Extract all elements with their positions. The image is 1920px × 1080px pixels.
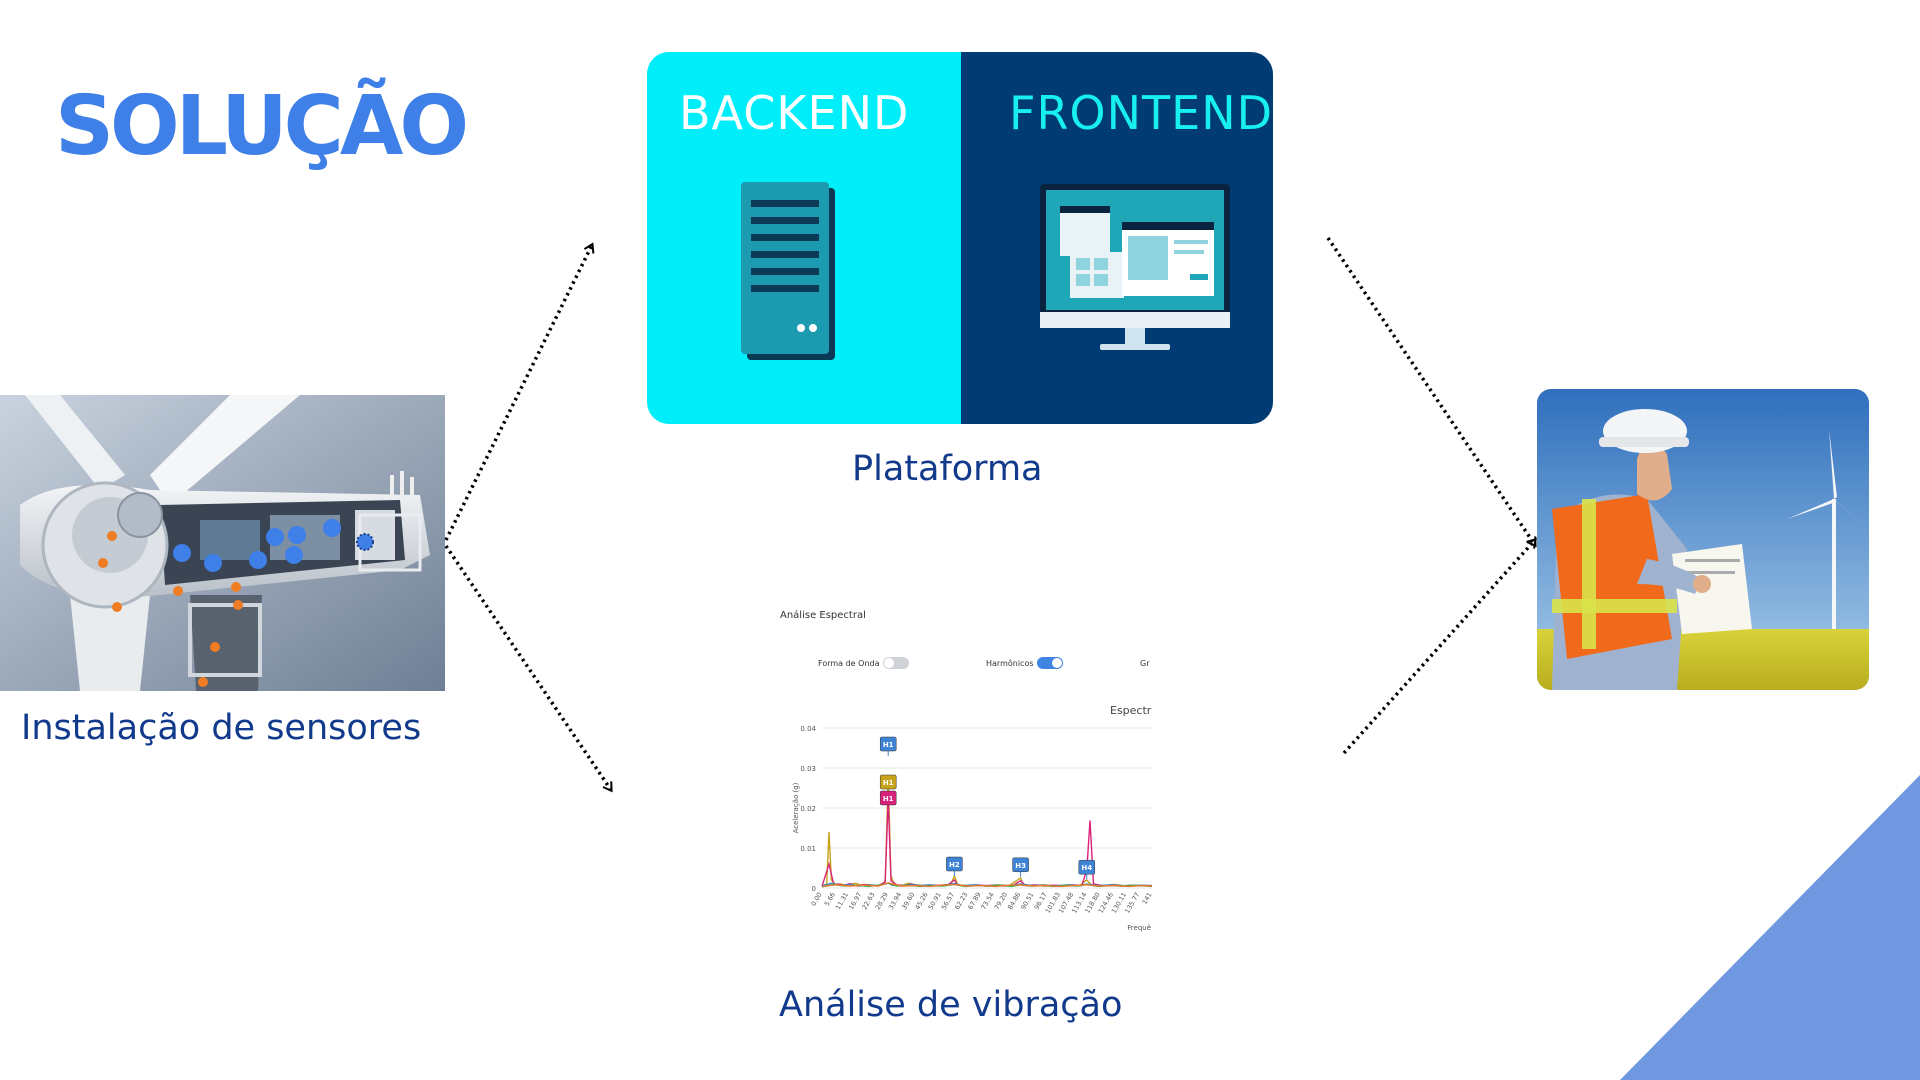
engineer-photo bbox=[1537, 389, 1869, 690]
harmonic-marker-5 bbox=[1078, 859, 1096, 875]
server-icon bbox=[741, 182, 835, 360]
chart-heading: Análise Espectral bbox=[780, 610, 866, 621]
monitor-icon bbox=[1040, 184, 1230, 350]
arrow-vibration-to-engineer bbox=[1342, 537, 1537, 755]
slide-title: SOLUÇÃO bbox=[55, 79, 469, 174]
platform-caption: Plataforma bbox=[852, 449, 1043, 489]
toggle-waveform[interactable]: Forma de Onda bbox=[818, 657, 909, 669]
platform-panel: BACKEND FRONTEND bbox=[647, 52, 1273, 424]
harmonic-marker-label: H1 bbox=[883, 795, 894, 803]
y-tick-label: 0.04 bbox=[800, 725, 816, 733]
backend-label: BACKEND bbox=[679, 86, 910, 140]
harmonic-marker-label: H3 bbox=[1015, 862, 1026, 870]
harmonic-marker-label: H4 bbox=[1081, 864, 1092, 872]
harmonic-marker-label: H2 bbox=[949, 861, 960, 869]
corner-decoration bbox=[1620, 775, 1920, 1080]
harmonic-marker-1 bbox=[879, 774, 897, 790]
chart-title: Espectr bbox=[1110, 704, 1152, 717]
series-line-4 bbox=[821, 882, 1153, 888]
turbine-image bbox=[0, 395, 445, 691]
harmonic-marker-label: H1 bbox=[883, 779, 894, 787]
toggle-harmonics[interactable]: Harmônicos bbox=[986, 657, 1063, 669]
arrow-sensors-to-platform bbox=[444, 242, 595, 541]
vibration-chart-panel: Análise Espectral Forma de Onda Harmônic… bbox=[776, 600, 1156, 940]
y-axis-label: Aceleração (g) bbox=[792, 782, 800, 833]
frontend-label: FRONTEND bbox=[1009, 86, 1273, 140]
toggle-waveform-label: Forma de Onda bbox=[818, 658, 880, 668]
wind-turbine-nacelle-icon bbox=[0, 395, 445, 691]
arrow-platform-to-engineer bbox=[1326, 237, 1537, 548]
y-tick-label: 0.01 bbox=[800, 845, 816, 853]
harmonic-marker-0 bbox=[879, 736, 897, 752]
harmonic-marker-2 bbox=[879, 790, 897, 806]
engineer-photo-icon bbox=[1537, 389, 1869, 690]
vibration-caption: Análise de vibração bbox=[779, 985, 1123, 1025]
y-tick-label: 0 bbox=[812, 885, 816, 893]
toggle-off-icon bbox=[882, 657, 909, 669]
harmonic-marker-3 bbox=[946, 856, 963, 872]
harmonic-marker-4 bbox=[1012, 857, 1029, 873]
sensors-caption: Instalação de sensores bbox=[21, 708, 422, 748]
harmonic-marker-label: H1 bbox=[883, 741, 894, 749]
toggle-third-label[interactable]: Gr bbox=[1140, 659, 1150, 668]
arrow-sensors-to-vibration bbox=[444, 545, 613, 793]
y-tick-label: 0.03 bbox=[800, 765, 816, 773]
y-tick-label: 0.02 bbox=[800, 805, 816, 813]
toggle-on-icon bbox=[1036, 657, 1063, 669]
toggle-harmonics-label: Harmônicos bbox=[986, 658, 1034, 668]
x-axis-label: Frequê bbox=[1127, 924, 1151, 932]
